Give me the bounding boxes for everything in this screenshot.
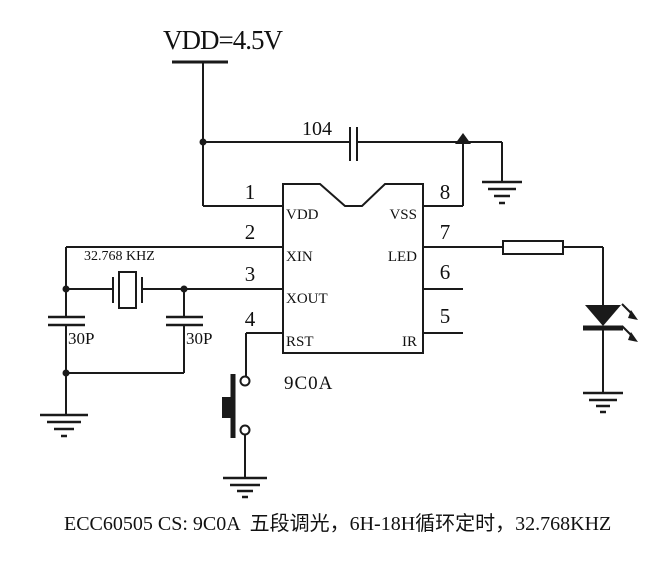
schematic-caption: ECC60505 CS: 9C0A 五段调光，6H-18H循环定时，32.768… <box>64 513 612 535</box>
pin-number-5: 5 <box>439 304 451 328</box>
ground-crystal-icon <box>40 413 88 438</box>
ic-pin-label-rst: RST <box>286 334 314 350</box>
ic-pin-label-xin: XIN <box>286 249 313 265</box>
ground-button-icon <box>223 476 267 499</box>
led-icon <box>583 303 638 342</box>
pin-wires <box>66 205 503 376</box>
crystal-icon <box>112 271 143 309</box>
pin-number-6: 6 <box>439 260 451 284</box>
junction-arrow-icon <box>455 133 471 144</box>
cap-left-value-label: 30P <box>68 329 95 348</box>
ground-led-icon <box>583 391 623 414</box>
pin-number-4: 4 <box>244 307 256 331</box>
ic-part-number-label: 9C0A <box>284 373 334 394</box>
pin-number-1: 1 <box>244 180 256 204</box>
ic-pin-label-xout: XOUT <box>286 291 328 307</box>
ic-pin-label-led: LED <box>387 249 417 265</box>
ic-pin-label-vss: VSS <box>389 207 417 223</box>
pin-number-2: 2 <box>244 220 256 244</box>
capacitor-104-icon <box>349 127 358 161</box>
ic-pin-label-vdd: VDD <box>286 207 319 223</box>
ic-body <box>282 183 424 354</box>
pin-number-8: 8 <box>439 180 451 204</box>
ground-top-right-icon <box>482 180 522 205</box>
power-rail-icon <box>172 60 228 206</box>
ic-pin-label-ir: IR <box>402 334 417 350</box>
capacitor-30p-right-icon <box>66 289 203 374</box>
cap-right-value-label: 30P <box>186 329 213 348</box>
led-branch-wire <box>563 246 604 393</box>
pin-number-7: 7 <box>439 220 451 244</box>
vdd-voltage-label: VDD=4.5V <box>163 25 283 55</box>
pin-number-3: 3 <box>244 262 256 286</box>
resistor-icon <box>502 240 564 255</box>
bypass-cap-value-label: 104 <box>302 118 332 140</box>
crystal-frequency-label: 32.768 KHZ <box>84 249 155 264</box>
junction-dots <box>62 138 207 377</box>
vdd-rail-wire <box>203 141 503 206</box>
push-button-icon[interactable] <box>222 374 251 438</box>
